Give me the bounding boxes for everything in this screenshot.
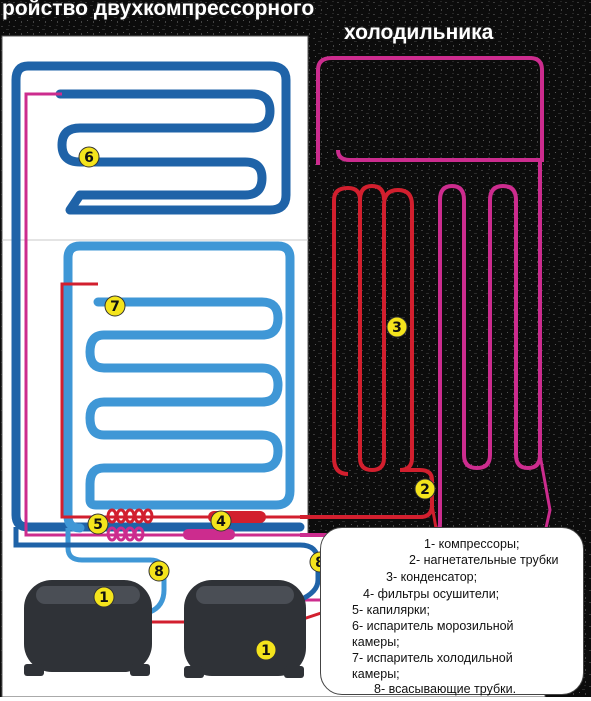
marker-5: 5 — [87, 513, 109, 535]
marker-2: 2 — [414, 478, 436, 500]
marker-4-label: 4 — [216, 514, 226, 530]
legend-item-2: 2- нагнетательные трубки — [409, 553, 559, 567]
legend-item-6: 6- испаритель морозильной — [352, 619, 514, 633]
legend-box — [320, 527, 584, 695]
marker-6-label: 6 — [84, 150, 94, 166]
marker-7-label: 7 — [110, 299, 120, 315]
magenta-upper-loop — [316, 56, 544, 165]
condenser-magenta — [300, 160, 542, 537]
legend-item-5: 5- капилярки; — [352, 603, 430, 617]
compressor-right — [184, 580, 306, 678]
marker-6: 6 — [78, 146, 100, 168]
marker-2-label: 2 — [420, 482, 430, 498]
marker-1-right: 1 — [255, 639, 277, 661]
legend-item-6-cont: камеры; — [352, 635, 400, 649]
marker-4: 4 — [210, 510, 232, 532]
marker-8-left: 8 — [148, 560, 170, 582]
marker-3: 3 — [386, 316, 408, 338]
marker-1-left: 1 — [93, 586, 115, 608]
condenser-red — [300, 185, 434, 519]
legend-item-1: 1- компрессоры; — [424, 537, 520, 551]
legend-item-4: 4- фильтры осушители; — [363, 587, 500, 601]
capillary-coils — [106, 508, 154, 542]
condenser-red-left — [358, 183, 386, 201]
marker-5-label: 5 — [93, 517, 103, 533]
legend-item-7: 7- испаритель холодильной — [352, 651, 513, 665]
title-line-2: холодильника — [344, 21, 494, 44]
legend-item-7-cont: камеры; — [352, 667, 400, 681]
marker-1-left-label: 1 — [99, 590, 109, 606]
marker-1-right-label: 1 — [261, 643, 271, 659]
compressor-left — [24, 580, 152, 676]
legend-item-8: 8- всасывающие трубки. — [374, 682, 517, 696]
marker-3-label: 3 — [392, 320, 402, 336]
capillary-magenta-freezer — [24, 92, 300, 537]
freezer-evaporator-outer — [11, 61, 305, 532]
condenser-red-loop — [332, 380, 349, 476]
filter-drier-magenta — [183, 529, 235, 540]
legend-item-3: 3- конденсатор; — [386, 570, 478, 584]
title-line-1: ройство двухкомпрессорного — [2, 0, 315, 20]
fridge-evaporator — [85, 297, 283, 503]
marker-8-left-label: 8 — [154, 564, 164, 580]
capillary-red-fridge — [60, 282, 300, 519]
marker-7: 7 — [104, 295, 126, 317]
